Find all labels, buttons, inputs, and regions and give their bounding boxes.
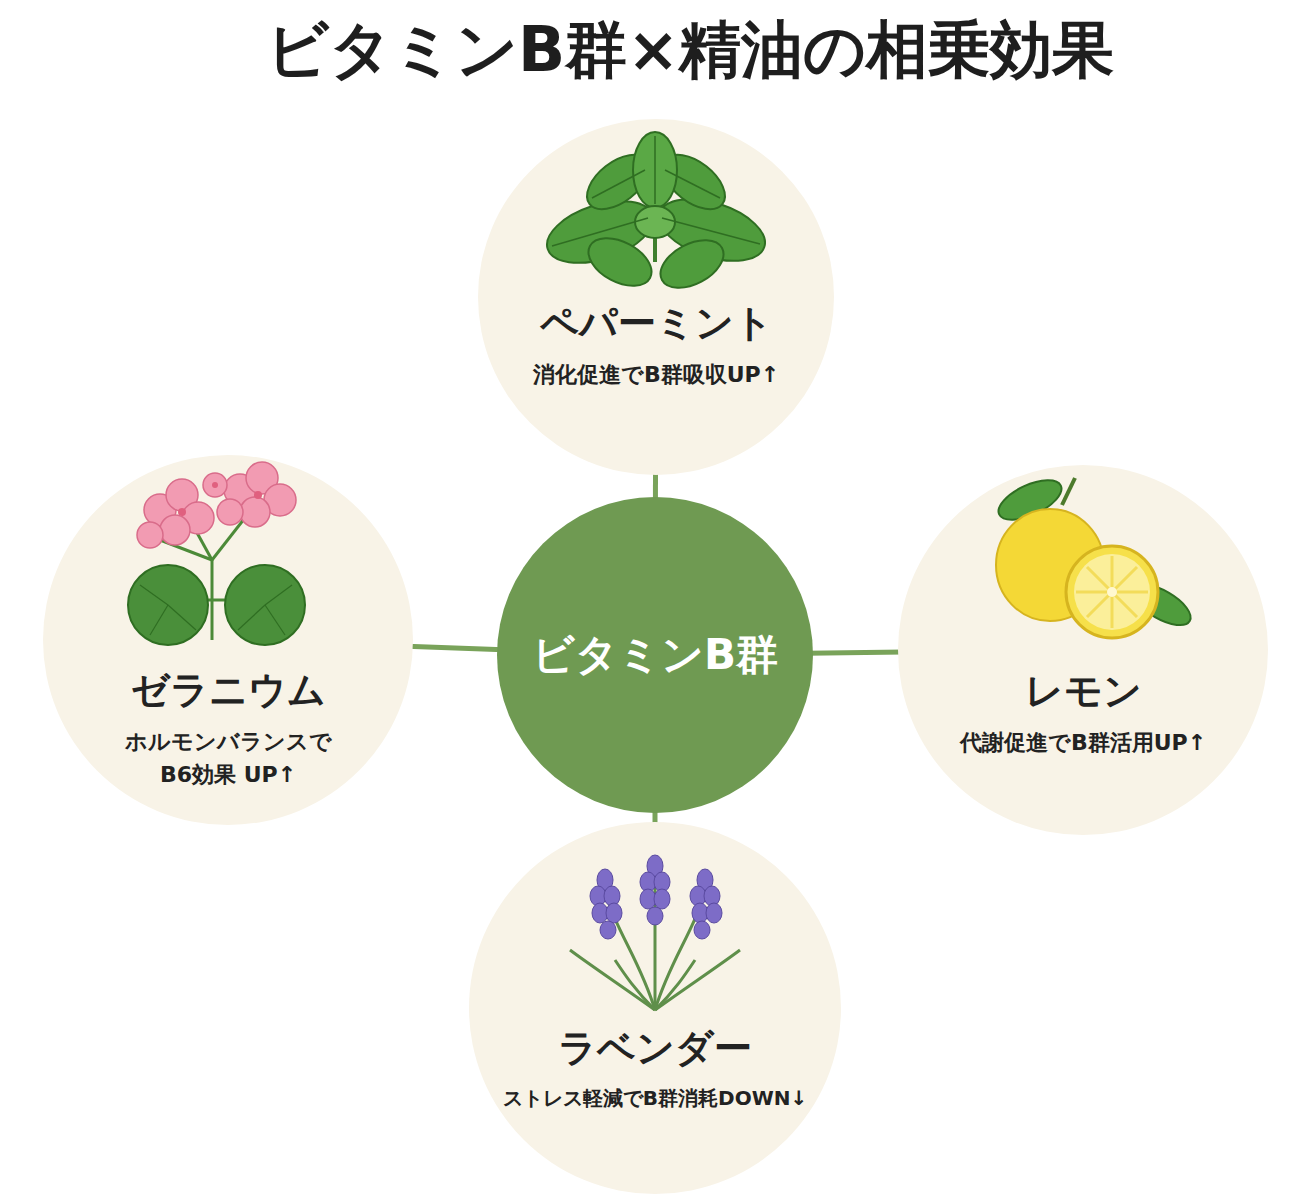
node-description: ホルモンバランスで B6効果 UP↑ — [98, 725, 358, 791]
essential-oil-circle: ラベンダーストレス軽減でB群消耗DOWN↓ — [469, 822, 841, 1194]
peppermint-illustration — [539, 132, 772, 298]
connector-line — [807, 652, 904, 653]
node-heading: ラベンダー — [490, 1025, 820, 1073]
essential-oil-circle: ペパーミント消化促進でB群吸収UP↑ — [478, 119, 834, 475]
node-heading: ビタミンB群 — [510, 629, 800, 682]
node-heading: ペパーミント — [496, 300, 816, 348]
node-text-group: ラベンダーストレス軽減でB群消耗DOWN↓ — [490, 1025, 820, 1113]
lemon-illustration — [993, 472, 1197, 638]
node-text-group: ビタミンB群 — [510, 629, 800, 682]
lavender-illustration — [570, 855, 740, 1010]
node-text-group: レモン代謝促進でB群活用UP↑ — [923, 668, 1243, 759]
node-heading: レモン — [923, 668, 1243, 716]
connector-line — [407, 646, 503, 649]
essential-oil-circle: ゼラニウムホルモンバランスで B6効果 UP↑ — [43, 455, 413, 825]
essential-oil-circle: レモン代謝促進でB群活用UP↑ — [898, 465, 1268, 835]
diagram-title: ビタミンB群×精油の相乗効果 — [0, 8, 1310, 92]
node-description: 代謝促進でB群活用UP↑ — [923, 726, 1243, 759]
node-text-group: ペパーミント消化促進でB群吸収UP↑ — [496, 300, 816, 391]
node-heading: ゼラニウム — [98, 667, 358, 715]
node-description: ストレス軽減でB群消耗DOWN↓ — [490, 1083, 820, 1113]
central-circle: ビタミンB群 — [497, 497, 813, 813]
node-description: 消化促進でB群吸収UP↑ — [496, 358, 816, 391]
geranium-illustration — [128, 462, 305, 645]
node-text-group: ゼラニウムホルモンバランスで B6効果 UP↑ — [98, 667, 358, 791]
